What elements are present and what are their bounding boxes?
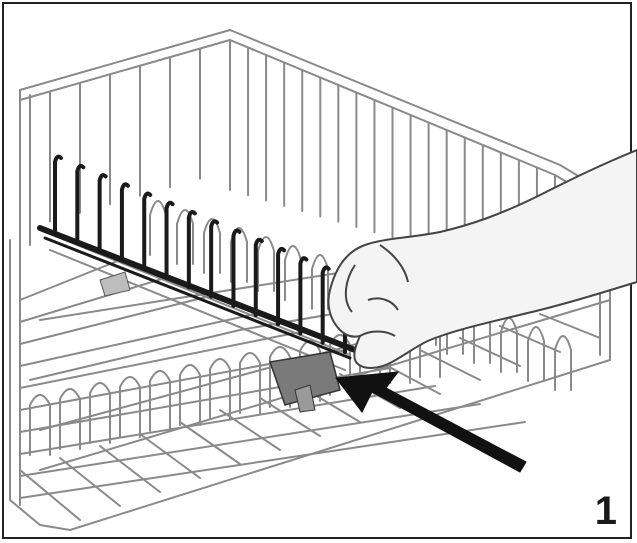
plate-support-wire xyxy=(311,254,329,310)
grid-wire xyxy=(19,295,211,345)
grid-wire xyxy=(19,421,526,499)
grid-wire xyxy=(99,445,161,493)
grid-wire xyxy=(139,433,201,479)
step-number: 1 xyxy=(594,489,617,533)
tine xyxy=(119,182,130,262)
tine xyxy=(75,163,86,244)
tine-row-clip xyxy=(99,271,341,413)
front-loop-wire xyxy=(149,370,171,432)
grid-wire xyxy=(179,421,241,465)
plate-support-wire xyxy=(149,200,167,256)
plate-support-wire xyxy=(554,335,572,391)
folding-tine-row xyxy=(37,154,358,360)
grid-wire xyxy=(59,457,121,507)
front-loop-wire xyxy=(179,364,201,426)
front-loop-wire xyxy=(29,394,51,456)
grid-wire xyxy=(19,331,301,389)
plate-support-wire xyxy=(230,227,248,283)
front-loop-wire xyxy=(119,376,141,438)
plate-support-wire xyxy=(176,209,194,265)
hand xyxy=(327,149,637,369)
front-loop-wire xyxy=(269,346,291,408)
grid-wire xyxy=(19,403,481,477)
grid-wire xyxy=(19,469,81,521)
tine xyxy=(276,247,287,327)
plate-support-wire xyxy=(257,236,275,292)
front-loop-wire xyxy=(209,358,231,420)
tine xyxy=(320,265,331,345)
direction-arrow xyxy=(335,371,527,473)
tine xyxy=(209,219,220,299)
tine xyxy=(253,237,264,318)
plate-support-wire xyxy=(203,218,221,274)
grid-wire xyxy=(419,349,481,381)
grid-wire xyxy=(499,325,561,353)
grid-wire xyxy=(19,259,121,301)
tine xyxy=(298,256,309,336)
tine xyxy=(142,191,153,271)
plate-support-wire xyxy=(527,326,545,382)
front-loop-wire xyxy=(89,382,111,444)
tine xyxy=(231,228,242,308)
tine xyxy=(53,154,63,234)
front-loop-wire xyxy=(239,352,261,414)
tine xyxy=(97,173,108,253)
grid-wire xyxy=(539,313,601,339)
front-loop-wire xyxy=(59,388,81,450)
tine xyxy=(164,200,175,281)
grid-wire xyxy=(19,313,256,367)
grid-wire xyxy=(19,277,166,323)
tine xyxy=(186,210,197,290)
